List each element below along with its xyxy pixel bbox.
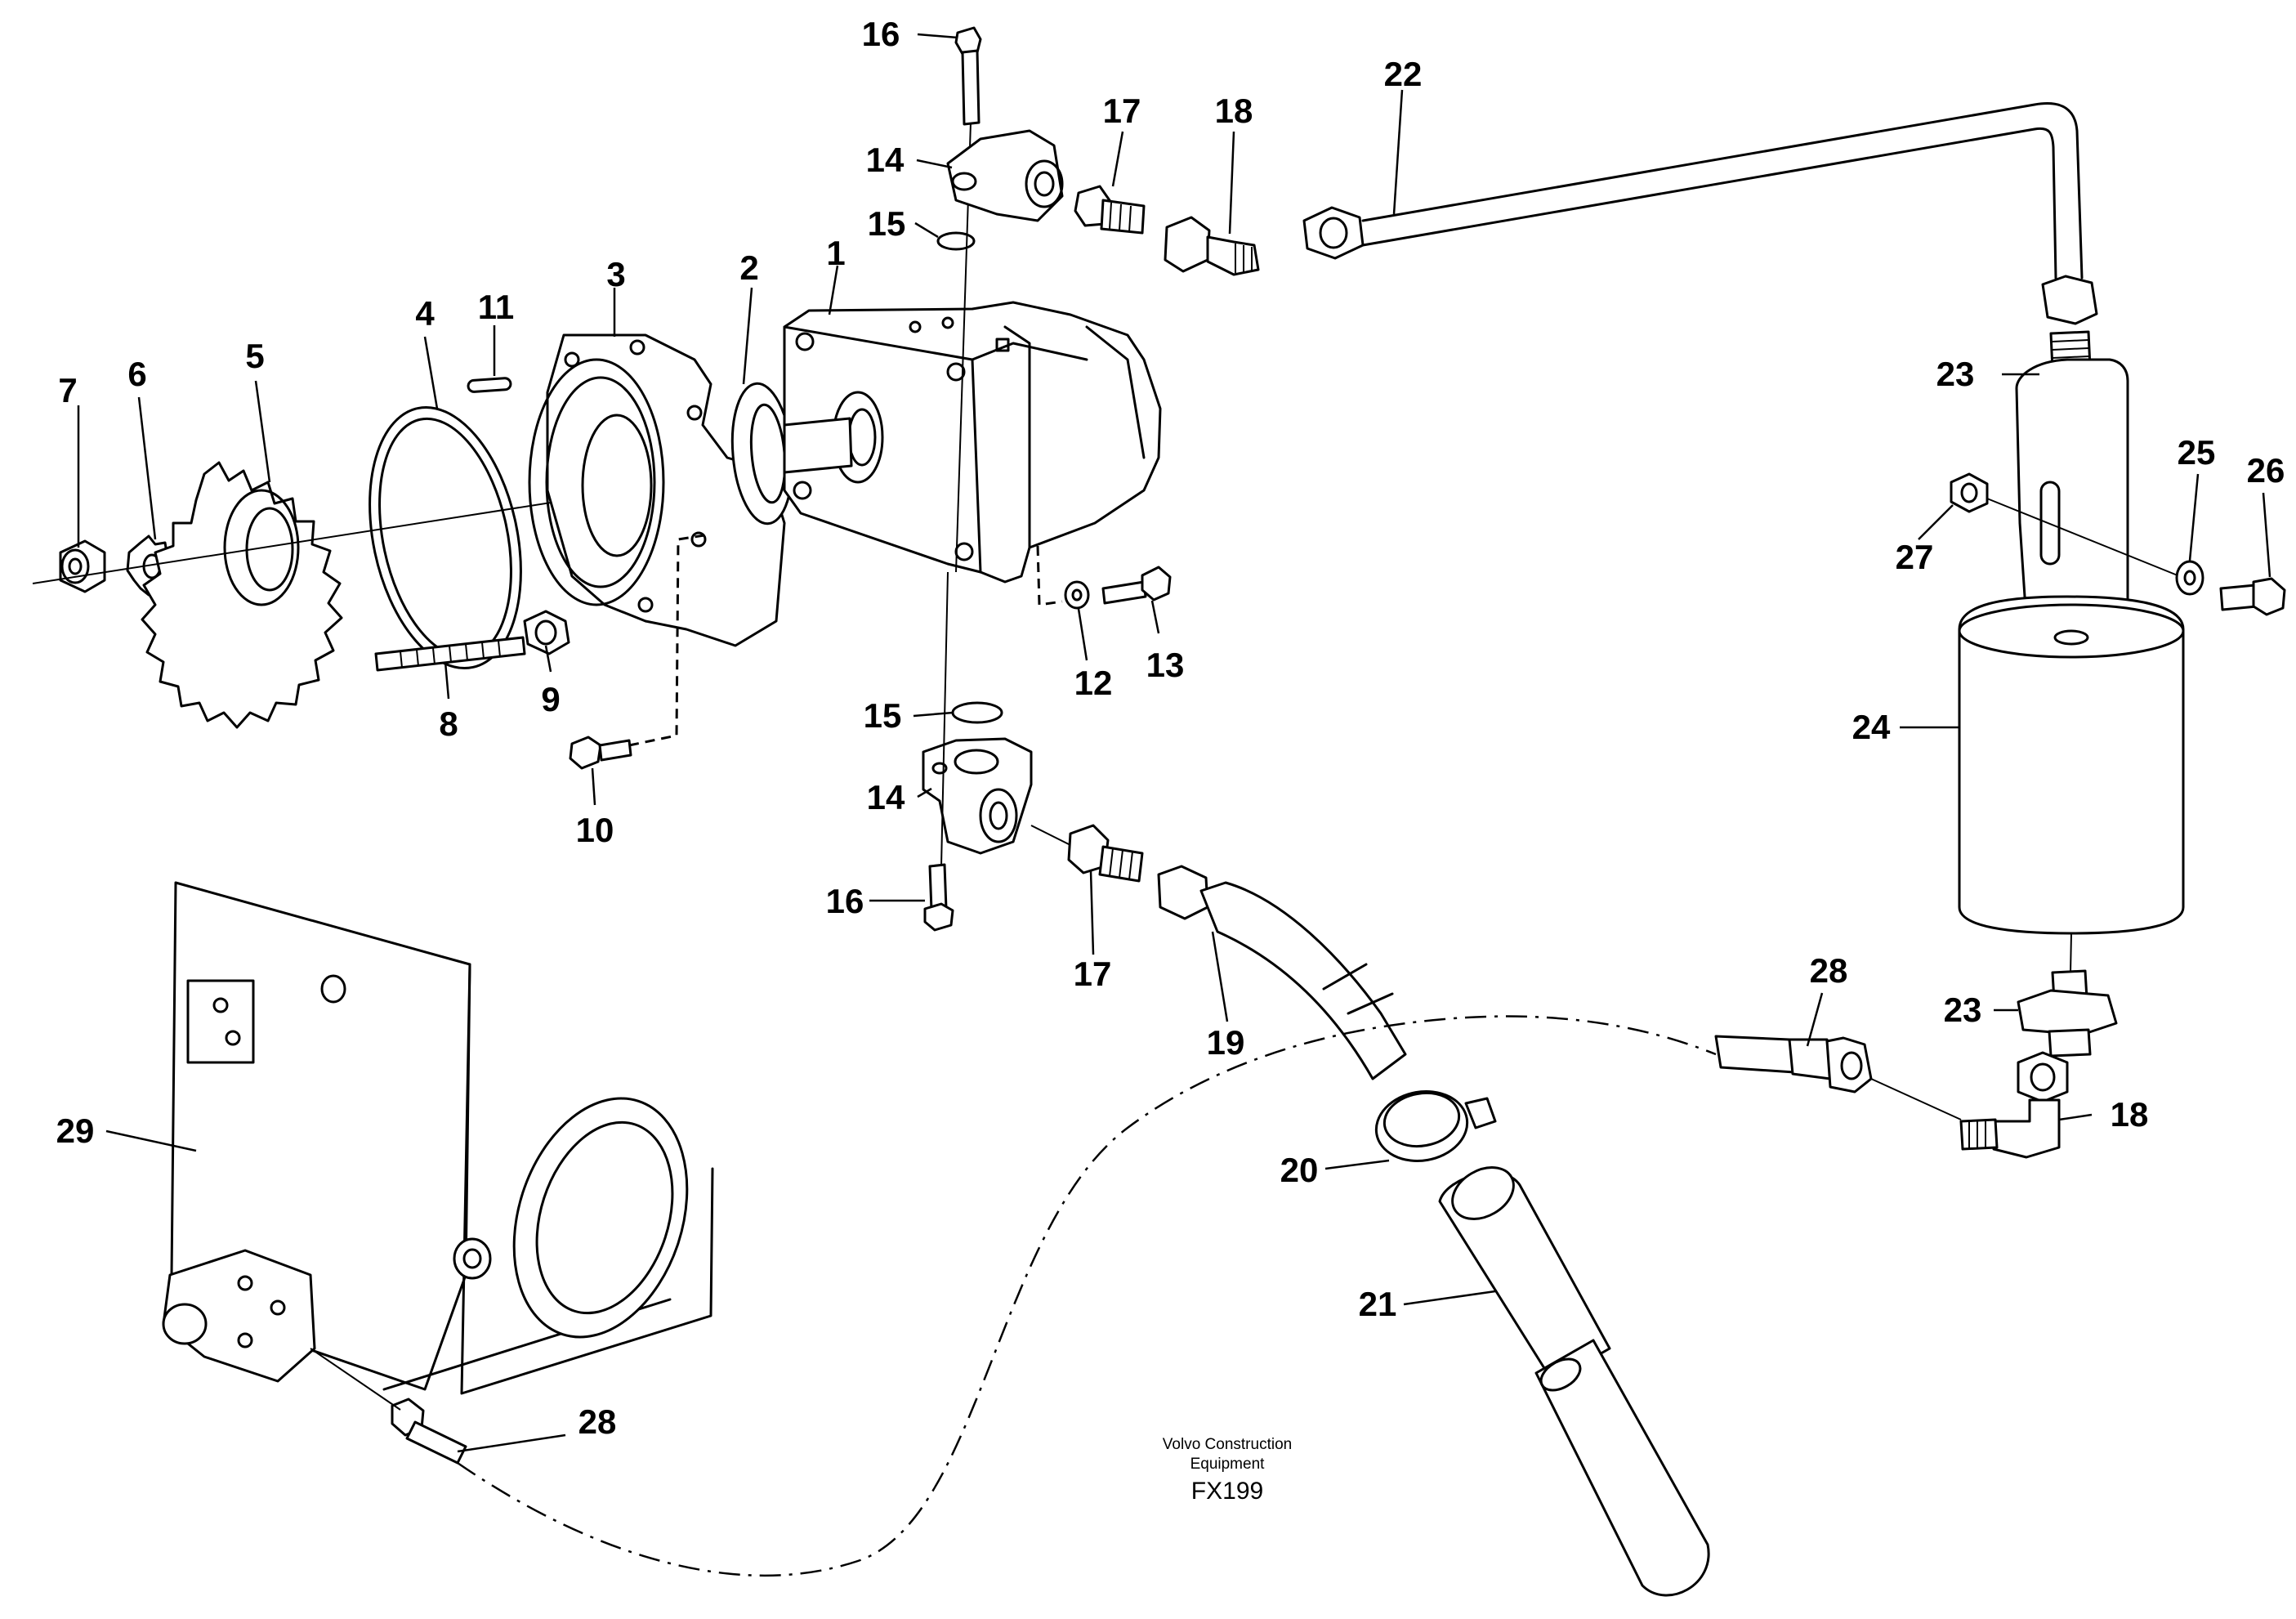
part-9-nut <box>523 610 570 655</box>
part-22-tube <box>1302 102 2084 280</box>
hose-routing-line <box>457 1015 1717 1577</box>
callout-6: 6 <box>127 355 146 393</box>
part-20-clamp <box>1374 1090 1497 1162</box>
callout-25: 25 <box>2178 433 2216 472</box>
part-25-washer <box>2175 560 2204 596</box>
callout-14-top: 14 <box>866 141 905 179</box>
part-11-pin <box>467 377 512 393</box>
callout-15-bottom: 15 <box>864 696 902 735</box>
part-19-hose <box>1157 865 1407 1080</box>
callout-22: 22 <box>1384 55 1423 93</box>
callout-19: 19 <box>1207 1023 1245 1062</box>
callout-15-top: 15 <box>868 204 906 243</box>
part-28-hose-fitting-right <box>1714 1035 1873 1093</box>
part-7-nut <box>59 539 106 593</box>
callout-7: 7 <box>58 371 77 409</box>
callout-18-bottom: 18 <box>2111 1095 2149 1134</box>
callout-11: 11 <box>478 288 514 326</box>
part-1-pump <box>783 301 1162 584</box>
bolt-axis-26 <box>1986 498 2178 576</box>
hose-axis-right <box>1870 1078 1962 1120</box>
filter-axis-bottom <box>2070 932 2072 973</box>
part-13-bolt <box>1101 566 1172 605</box>
part-14-elbow-top <box>946 129 1064 222</box>
part-15-o-ring-bottom <box>951 701 1003 724</box>
callout-1: 1 <box>826 234 845 272</box>
callout-28-left: 28 <box>578 1402 617 1441</box>
callout-3: 3 <box>606 255 625 293</box>
callout-27: 27 <box>1896 538 1934 576</box>
assembly-axis-14-bottom <box>940 571 949 867</box>
callout-13: 13 <box>1146 646 1185 684</box>
part-14-elbow-bottom <box>922 737 1033 855</box>
callout-18-top: 18 <box>1215 92 1253 130</box>
part-28-hose-fitting-left <box>391 1398 467 1465</box>
callout-5: 5 <box>245 337 264 375</box>
callout-20: 20 <box>1280 1151 1319 1189</box>
callout-29: 29 <box>56 1111 95 1150</box>
callout-labels: 7 6 5 4 11 3 2 1 8 9 10 12 13 16 14 15 1… <box>56 15 2285 1441</box>
hose-line-left <box>310 1348 401 1411</box>
part-10-bolt <box>569 534 705 770</box>
hose-axis-left <box>1030 825 1071 846</box>
credit-block: Volvo Construction Equipment FX199 <box>1163 1436 1292 1505</box>
part-3-housing <box>528 333 786 647</box>
callout-12: 12 <box>1074 664 1113 702</box>
callout-17-top: 17 <box>1103 92 1141 130</box>
part-8-stud <box>374 636 526 672</box>
part-12-washer <box>1064 580 1090 610</box>
part-24-filter-bracket <box>2015 358 2129 623</box>
leader-lines <box>77 33 2271 1453</box>
credit-line-2: Equipment <box>1190 1456 1266 1473</box>
callout-16-top: 16 <box>862 15 900 53</box>
callout-21: 21 <box>1359 1285 1397 1323</box>
part-26-bolt <box>2219 577 2286 616</box>
callout-16-bottom: 16 <box>826 882 864 920</box>
callout-24: 24 <box>1852 708 1891 746</box>
part-21-hose <box>1438 1166 1710 1597</box>
part-24-filter <box>1958 595 2185 935</box>
callout-23-top: 23 <box>1936 355 1975 393</box>
part-5-gear <box>141 461 343 729</box>
callout-28-right: 28 <box>1810 951 1848 990</box>
part-17-nipple-top <box>1074 185 1146 235</box>
figure-code: FX199 <box>1191 1478 1263 1505</box>
callout-8: 8 <box>439 704 458 743</box>
callout-26: 26 <box>2247 451 2285 490</box>
callout-9: 9 <box>541 680 560 718</box>
part-18-elbow-bottom <box>1959 1051 2069 1159</box>
dashed-lead-12 <box>1036 545 1063 606</box>
callout-10: 10 <box>576 811 614 849</box>
shaft-axis-line <box>32 490 630 584</box>
callout-23-bottom: 23 <box>1944 991 1982 1029</box>
part-18-elbow-top <box>1164 216 1260 276</box>
part-23-fitting-bottom <box>2017 969 2118 1058</box>
part-29-housing <box>162 881 714 1395</box>
part-16-bolt-bottom <box>923 863 954 932</box>
callout-14-bottom: 14 <box>867 778 905 816</box>
credit-line-1: Volvo Construction <box>1163 1436 1292 1453</box>
part-17-nipple-bottom <box>1067 824 1144 883</box>
part-16-bolt-top <box>954 26 982 126</box>
callout-17-bottom: 17 <box>1074 955 1112 993</box>
callout-4: 4 <box>415 294 435 333</box>
part-27-nut <box>1950 472 1989 513</box>
part-15-o-ring-top <box>936 231 976 251</box>
callout-2: 2 <box>739 248 758 287</box>
